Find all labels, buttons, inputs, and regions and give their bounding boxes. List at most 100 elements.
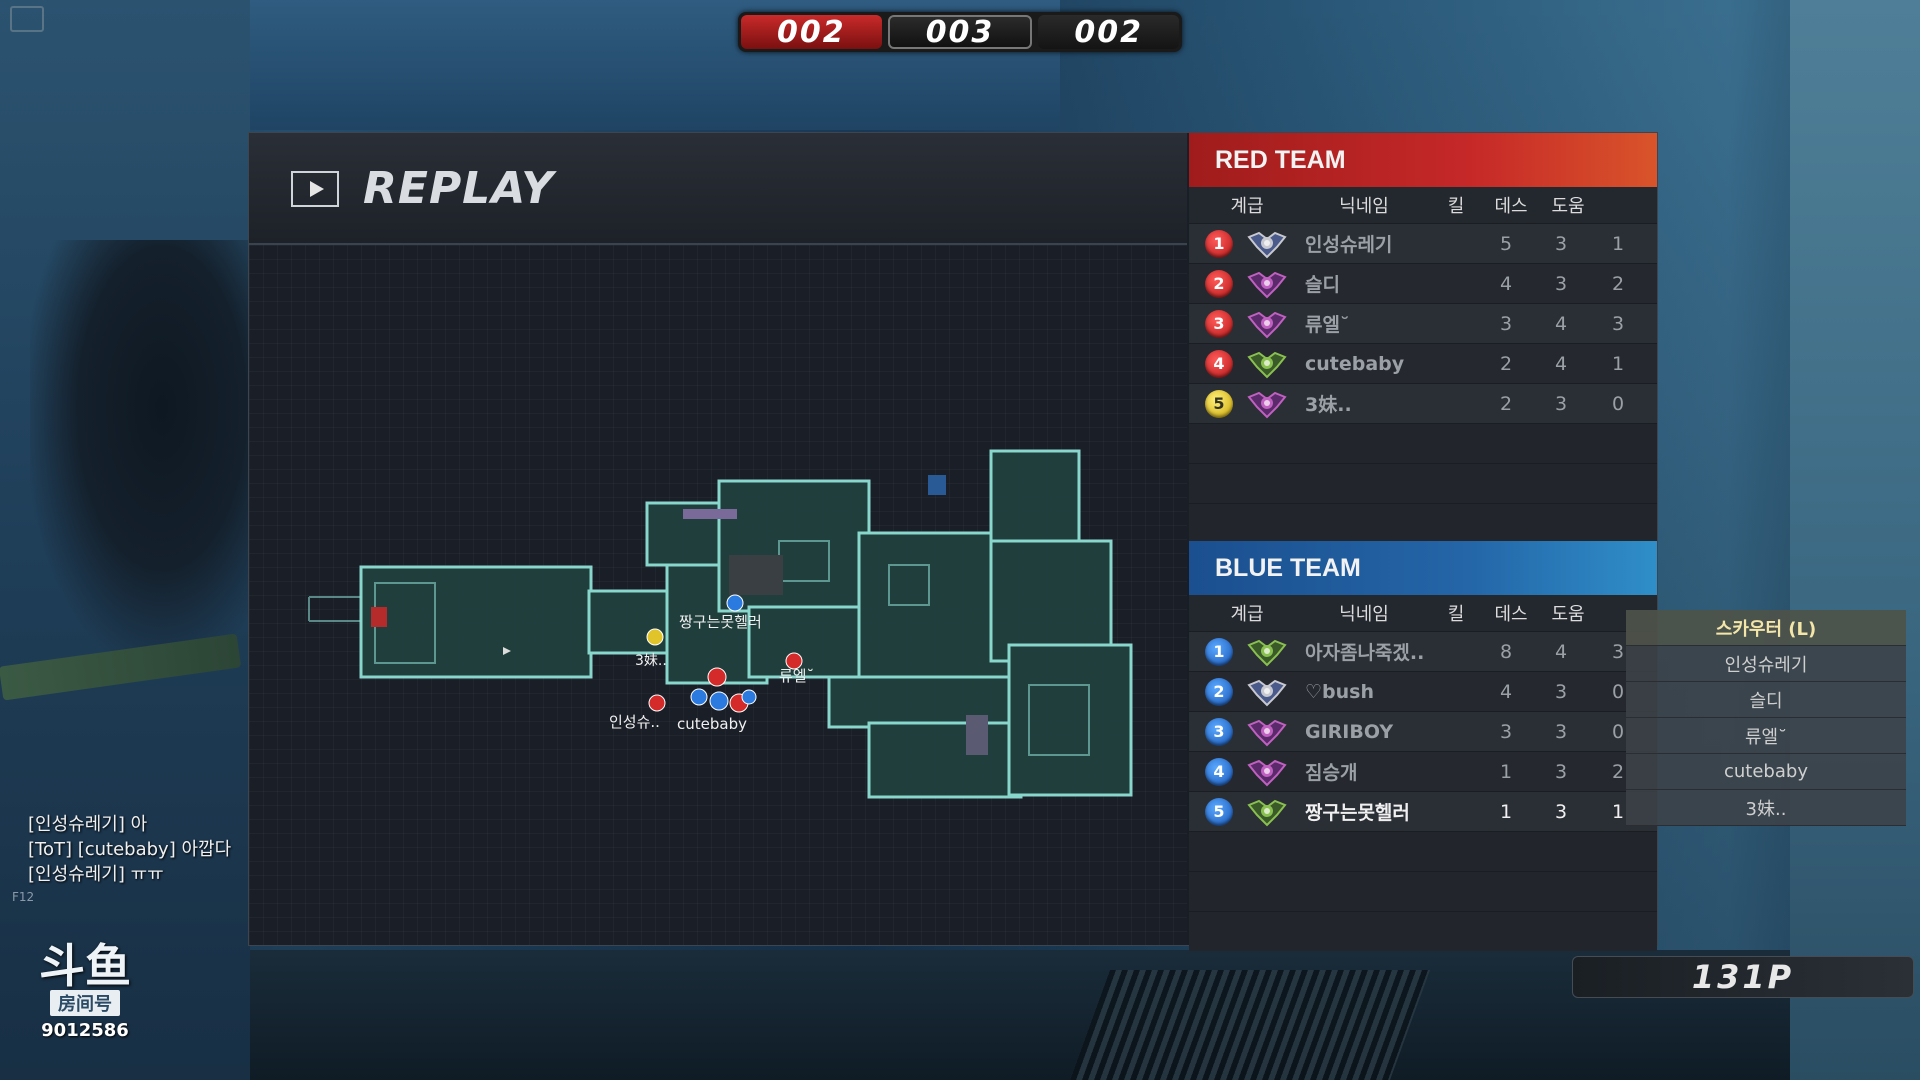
red-player-marker: [707, 667, 727, 687]
map-player-label: 3妹..: [635, 653, 667, 669]
blue-player-marker: [726, 594, 744, 612]
slot-number-badge: 1: [1205, 637, 1233, 666]
player-kills: 4: [1499, 680, 1513, 703]
player-deaths: 4: [1554, 352, 1568, 375]
room-number: 9012586: [41, 1020, 129, 1041]
direction-arrow-icon: [503, 647, 511, 655]
spectator-item[interactable]: 인성슈레기: [1626, 646, 1906, 682]
stream-watermark: 斗鱼 房间号 9012586: [30, 942, 140, 1041]
player-deaths: 3: [1554, 800, 1568, 823]
hotkey-hint: F12: [12, 890, 35, 904]
player-slot: 1: [1199, 637, 1239, 666]
player-nickname: GIRIBOY: [1305, 720, 1394, 743]
player-nickname: 류엘˘: [1305, 314, 1350, 336]
player-assists: 1: [1611, 352, 1625, 375]
map-marker-zone: [683, 509, 737, 519]
minimap[interactable]: 짱구는못헬러 3妹.. 류엘˘ 인성슈.. cutebaby: [249, 245, 1187, 945]
map-corridor-south: [827, 675, 1031, 729]
green-rank-emblem-icon: [1239, 349, 1295, 379]
map-marker-zone: [966, 715, 988, 755]
slot-number-badge: 4: [1205, 757, 1233, 786]
player-kills: 4: [1499, 272, 1513, 295]
replay-header: REPLAY: [249, 133, 1187, 245]
player-deaths: 3: [1554, 272, 1568, 295]
empty-slot-row: [1189, 463, 1657, 503]
player-deaths: 3: [1554, 392, 1568, 415]
map-player-label: 짱구는못헬러: [679, 613, 762, 631]
empty-slot-row: [1189, 503, 1657, 543]
round-score-bar: 002 003 002: [738, 12, 1182, 52]
silver-rank-emblem-icon: [1239, 677, 1295, 707]
map-tower-northeast: [989, 449, 1081, 553]
map-room-far-east: [1007, 643, 1133, 797]
player-kills: 5: [1499, 232, 1513, 255]
player-slot: 2: [1199, 269, 1239, 298]
column-rank: 계급: [1230, 604, 1264, 625]
spectator-item[interactable]: 3妹..: [1626, 790, 1906, 826]
player-row[interactable]: 2 슬디 4 3 2: [1189, 263, 1657, 303]
player-nickname: 슬디: [1305, 274, 1340, 296]
column-deaths: 데스: [1494, 604, 1528, 625]
minimap-layout: 짱구는못헬러 3妹.. 류엘˘ 인성슈.. cutebaby: [308, 449, 1133, 799]
player-assists: 0: [1611, 392, 1625, 415]
player-kills: 2: [1499, 392, 1513, 415]
player-nickname: 짐승개: [1305, 762, 1358, 784]
douyu-logo: 斗鱼: [39, 939, 131, 993]
column-kills: 킬: [1447, 196, 1465, 217]
slot-number-badge: 1: [1205, 229, 1233, 258]
spectator-item[interactable]: 슬디: [1626, 682, 1906, 718]
spectator-item[interactable]: cutebaby: [1626, 754, 1906, 790]
blue-player-marker: [690, 688, 708, 706]
background-floor-grate: [1069, 970, 1431, 1080]
player-assists: 3: [1611, 312, 1625, 335]
player-nickname: cutebaby: [1305, 352, 1405, 375]
chat-line: [인성슈레기] 아: [28, 814, 148, 835]
replay-title: REPLAY: [363, 163, 555, 214]
play-button[interactable]: [291, 171, 339, 207]
purple-rank-emblem-icon: [1239, 309, 1295, 339]
player-nickname: ♡bush: [1305, 680, 1374, 703]
player-assists: 2: [1611, 760, 1625, 783]
column-nickname: 닉네임: [1339, 196, 1389, 217]
red-spawn-icon: [371, 607, 387, 627]
player-kills: 1: [1499, 760, 1513, 783]
empty-slot-row: [1189, 831, 1657, 871]
player-slot: 2: [1199, 677, 1239, 706]
spectator-item[interactable]: 류엘˘: [1626, 718, 1906, 754]
yellow-player-marker: [646, 628, 664, 646]
map-room-northeast: [989, 539, 1113, 663]
purple-rank-emblem-icon: [1239, 717, 1295, 747]
chat-log: [인성슈레기] 아 [ToT] [cutebaby] 아깝다 [인성슈레기] ㅠ…: [28, 812, 231, 887]
player-deaths: 3: [1554, 232, 1568, 255]
blue-player-marker: [741, 689, 757, 705]
player-assists: 0: [1611, 720, 1625, 743]
points-display: 131P: [1572, 956, 1914, 998]
blue-team-header: BLUE TEAM: [1189, 541, 1657, 595]
player-nickname: 인성슈레기: [1305, 234, 1393, 256]
player-assists: 2: [1611, 272, 1625, 295]
blue-team-column-headers: 계급 닉네임 킬 데스 도움: [1189, 595, 1657, 631]
player-kills: 3: [1499, 720, 1513, 743]
round-number: 003: [887, 15, 1033, 50]
map-room-south: [867, 721, 1023, 799]
replay-scoreboard-panel: REPLAY: [248, 132, 1658, 951]
column-deaths: 데스: [1494, 196, 1528, 217]
column-kills: 킬: [1447, 604, 1465, 625]
empty-slot-row: [1189, 871, 1657, 911]
player-assists: 1: [1611, 800, 1625, 823]
player-deaths: 4: [1554, 640, 1568, 663]
spectator-header[interactable]: 스카우터 (L): [1626, 610, 1906, 646]
background-floor: [250, 950, 1790, 1080]
